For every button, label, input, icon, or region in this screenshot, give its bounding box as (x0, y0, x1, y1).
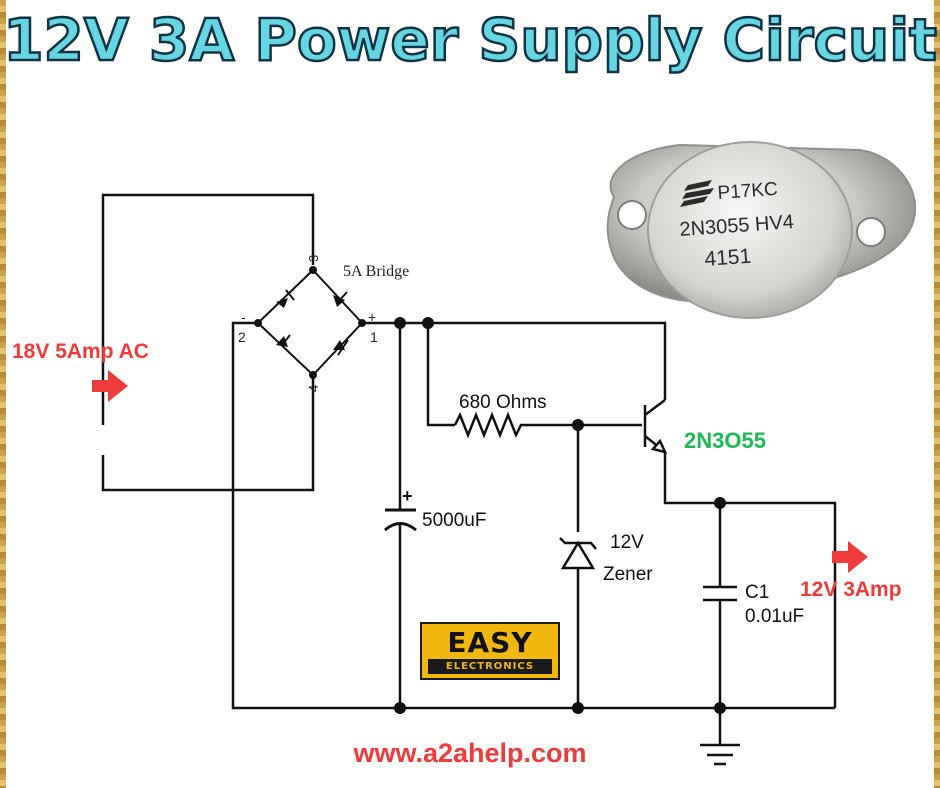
capacitor-main-symbol (384, 508, 417, 532)
zener-line1: 12V (610, 532, 644, 553)
capacitor-main-label: 5000uF (422, 510, 486, 531)
c1-symbol (703, 585, 737, 602)
left-ground-wire (231, 321, 835, 710)
resistor-label: 680 Ohms (459, 392, 547, 413)
bridge-label: 5A Bridge (343, 263, 409, 280)
logo-top-text: EASY (447, 626, 533, 659)
transistor-photo-line3: 4151 (704, 245, 752, 271)
bridge-pin-1: 1 (370, 329, 378, 345)
easy-electronics-logo: EASY ELECTRONICS (420, 622, 560, 680)
website-url: www.a2ahelp.com (353, 738, 587, 768)
bridge-pin-4: 4 (306, 385, 321, 392)
bridge-pin-2: 2 (238, 329, 246, 345)
logo-bottom-text: ELECTRONICS (428, 659, 552, 674)
transistor-label: 2N3O55 (684, 428, 766, 453)
left-border (0, 0, 6, 788)
capacitor-main-plus: + (402, 486, 413, 506)
bridge-plus: + (368, 309, 376, 325)
bridge-rectifier (256, 269, 364, 377)
ac-bottom-wire (101, 375, 315, 492)
transistor-symbol (643, 399, 668, 470)
bridge-pin-3: 3 (306, 255, 321, 262)
zener-symbol (559, 537, 597, 570)
output-label: 12V 3Amp (800, 578, 902, 601)
c1-name: C1 (745, 582, 769, 603)
right-border (934, 0, 940, 788)
ground-icon (700, 743, 740, 766)
input-label: 18V 5Amp AC (12, 340, 149, 363)
page-title: 12V 3A Power Supply Circuit (2, 5, 938, 76)
zener-line2: Zener (603, 564, 653, 585)
positive-rail-wire (362, 321, 667, 400)
resistor-feed-wire (426, 323, 455, 427)
bridge-minus: - (241, 309, 246, 325)
c1-value: 0.01uF (745, 606, 804, 627)
input-arrow-icon (92, 370, 128, 402)
transistor-photo-line1: P17KC (717, 179, 779, 204)
emitter-wire (663, 470, 837, 708)
wires (101, 193, 837, 745)
ac-top-wire (101, 193, 315, 425)
transistor-photo (606, 141, 917, 319)
output-arrow-icon (832, 541, 868, 573)
resistor-symbol (453, 411, 525, 439)
